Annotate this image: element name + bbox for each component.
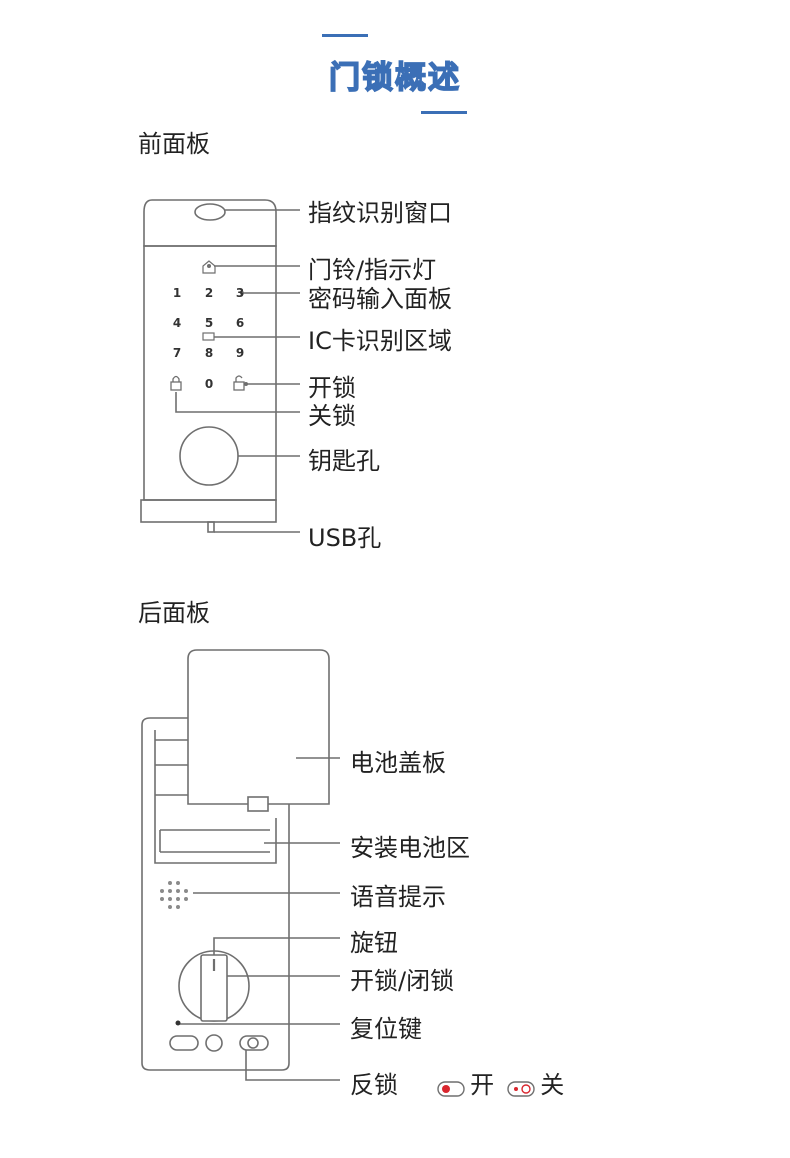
front-marker-dots [207,264,248,386]
legend-off-label: 关 [540,1071,565,1099]
reset-hole [175,1020,181,1026]
speaker-dots [160,881,188,909]
keypad-key-3[interactable]: 3 [235,286,245,300]
deadlock-legend: 开 关 [437,1065,564,1100]
front-panel-outline [140,199,277,533]
back-leader-lines [180,757,340,1081]
label-keyhole: 钥匙孔 [308,447,380,475]
label-doorbell-indicator: 门铃/指示灯 [308,256,437,284]
fingerprint-window [194,203,226,221]
front-leader-lines [175,209,300,533]
label-usb-port: USB孔 [308,524,382,552]
title-bar-bottom [421,111,467,114]
label-deadlock: 反锁 [350,1071,398,1099]
battery-compartment [154,730,277,864]
label-lock: 关锁 [308,402,356,430]
keypad-key-9[interactable]: 9 [235,346,245,360]
label-knob: 旋钮 [350,929,398,957]
keypad-key-5[interactable]: 5 [204,316,214,330]
keypad-key-8[interactable]: 8 [204,346,214,360]
knob [178,950,250,1022]
front-panel-heading: 前面板 [138,130,210,158]
ic-card-marker [202,332,215,341]
keypad-key-4[interactable]: 4 [172,316,182,330]
page-title: 门锁概述 [328,59,461,97]
label-fingerprint-window: 指纹识别窗口 [308,199,452,227]
deadlock-switch [239,1035,269,1051]
label-unlock: 开锁 [308,374,356,402]
legend-on-label: 开 [470,1071,495,1099]
back-left-slot [169,1035,199,1051]
label-ic-card: IC卡识别区域 [308,327,452,355]
keyhole-circle [179,426,239,486]
label-open-close: 开锁/闭锁 [350,967,455,995]
title-bar-top [322,34,368,37]
switch-off-icon [507,1080,535,1097]
label-reset-button: 复位键 [350,1015,422,1043]
battery-cover-latch [247,796,269,812]
battery-cover [187,649,330,805]
switch-on-icon [437,1080,465,1097]
lock-icon-left [170,375,182,391]
label-keypad: 密码输入面板 [308,285,452,313]
keypad-key-0[interactable]: 0 [204,377,214,391]
back-round-button [205,1034,223,1052]
back-panel-heading: 后面板 [138,599,210,627]
lock-icon-right [233,375,245,391]
keypad-key-7[interactable]: 7 [172,346,182,360]
label-battery-cover: 电池盖板 [350,749,446,777]
keypad-key-2[interactable]: 2 [204,286,214,300]
keypad-key-6[interactable]: 6 [235,316,245,330]
keypad-key-1[interactable]: 1 [172,286,182,300]
doorbell-icon [202,260,216,274]
label-voice-prompt: 语音提示 [350,883,446,911]
label-battery-area: 安装电池区 [350,834,470,862]
